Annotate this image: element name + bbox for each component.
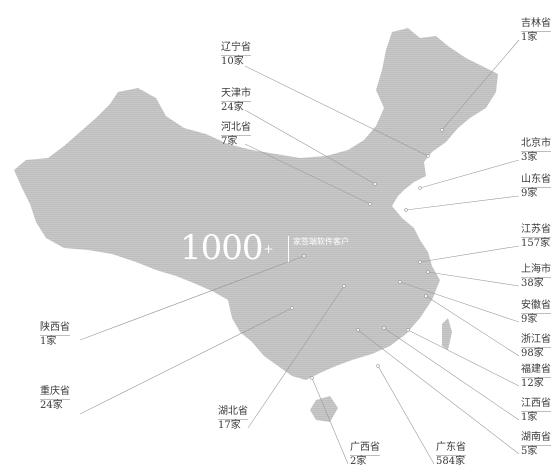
- province-marker-dot: [424, 294, 428, 298]
- province-name: 吉林省: [521, 18, 551, 29]
- province-count: 1家: [40, 335, 70, 348]
- province-count: 9家: [521, 187, 551, 200]
- label-hebei: 河北省 7家: [221, 122, 251, 148]
- province-name: 湖北省: [218, 406, 248, 417]
- province-count: 24家: [40, 399, 70, 412]
- province-name: 天津市: [221, 88, 251, 99]
- leader-line: [425, 295, 520, 357]
- headline-caption: 家签端软件客户: [288, 236, 349, 262]
- taiwan-island-shape: [442, 318, 452, 350]
- province-name: 广东省: [436, 442, 466, 453]
- province-count: 584家: [436, 455, 466, 467]
- label-liaoning: 辽宁省 10家: [221, 42, 251, 68]
- province-marker-dot: [376, 364, 380, 368]
- province-marker-dot: [398, 280, 402, 284]
- label-hunan: 湖南省 5家: [521, 432, 551, 458]
- headline-number-value: 1000: [180, 228, 264, 268]
- province-name: 浙江省: [521, 334, 551, 345]
- province-count: 5家: [521, 445, 551, 458]
- leader-line: [419, 159, 520, 189]
- province-count: 24家: [221, 101, 251, 114]
- label-chongqing: 重庆省 24家: [40, 386, 70, 412]
- province-count: 38家: [521, 277, 551, 290]
- leader-line: [79, 307, 293, 415]
- province-count: 3家: [521, 151, 551, 164]
- province-name: 山东省: [521, 174, 551, 185]
- province-name: 广西省: [350, 442, 380, 453]
- leader-line: [419, 245, 520, 263]
- province-name: 重庆省: [40, 386, 70, 397]
- label-jilin: 吉林省 1家: [521, 18, 551, 44]
- leader-line: [405, 195, 520, 211]
- leader-line: [244, 109, 376, 185]
- label-beijing: 北京市 3家: [521, 138, 551, 164]
- province-marker-dot: [404, 208, 408, 212]
- province-name: 江西省: [521, 398, 551, 409]
- province-marker-dot: [368, 202, 372, 206]
- headline-number: 1000+: [180, 228, 274, 268]
- province-marker-dot: [426, 270, 430, 274]
- province-marker-dot: [310, 376, 314, 380]
- province-count: 157家: [521, 237, 551, 249]
- province-count: 2家: [350, 455, 380, 468]
- label-jiangxi: 江西省 1家: [521, 398, 551, 424]
- leader-lines: [79, 39, 520, 465]
- leader-line: [441, 39, 520, 131]
- province-name: 江苏省: [521, 224, 551, 235]
- label-shandong: 山东省 9家: [521, 174, 551, 200]
- province-count: 1家: [521, 31, 551, 44]
- province-name: 辽宁省: [221, 42, 251, 53]
- leader-line: [79, 255, 305, 341]
- province-count: 12家: [521, 377, 551, 390]
- leader-line: [427, 271, 520, 287]
- province-name: 陕西省: [40, 322, 70, 333]
- label-zhejiang: 浙江省 98家: [521, 334, 551, 360]
- province-marker-dot: [418, 260, 422, 264]
- leader-line: [244, 143, 371, 205]
- headline-number-suffix: +: [263, 242, 274, 256]
- province-marker-dot: [302, 254, 306, 258]
- province-marker-dot: [426, 154, 430, 158]
- province-marker-dot: [356, 328, 360, 332]
- leader-line: [383, 327, 520, 421]
- province-name: 上海市: [521, 264, 551, 275]
- label-anhui: 安徽省 9家: [521, 300, 551, 326]
- province-count: 1家: [521, 411, 551, 424]
- province-name: 安徽省: [521, 300, 551, 311]
- province-marker-dot: [373, 182, 377, 186]
- province-marker-dot: [440, 128, 444, 132]
- leader-line: [377, 365, 435, 465]
- label-fujian: 福建省 12家: [521, 364, 551, 390]
- label-guangxi: 广西省 2家: [350, 442, 380, 468]
- leader-line: [357, 329, 520, 455]
- hainan-island-shape: [310, 396, 338, 422]
- province-name: 北京市: [521, 138, 551, 149]
- label-tianjin: 天津市 24家: [221, 88, 251, 114]
- label-hubei: 湖北省 17家: [218, 406, 248, 432]
- province-name: 福建省: [521, 364, 551, 375]
- label-jiangsu: 江苏省 157家: [521, 224, 551, 250]
- province-name: 河北省: [221, 122, 251, 133]
- leader-line: [247, 285, 345, 429]
- province-count: 9家: [521, 313, 551, 326]
- province-marker-dot: [418, 186, 422, 190]
- province-name: 湖南省: [521, 432, 551, 443]
- leader-line: [399, 281, 520, 323]
- province-marker-dot: [382, 326, 386, 330]
- province-count: 98家: [521, 347, 551, 360]
- province-count: 10家: [221, 55, 251, 68]
- label-guangdong: 广东省 584家: [436, 442, 466, 468]
- leader-line: [407, 329, 520, 387]
- province-count: 17家: [218, 419, 248, 432]
- leader-line: [244, 65, 429, 157]
- province-marker-dot: [290, 306, 294, 310]
- leader-line: [311, 377, 349, 465]
- province-marker-dot: [342, 284, 346, 288]
- label-shaanxi: 陕西省 1家: [40, 322, 70, 348]
- province-marker-dot: [406, 328, 410, 332]
- province-count: 7家: [221, 135, 251, 148]
- china-mainland-shape: [14, 28, 498, 380]
- label-shanghai: 上海市 38家: [521, 264, 551, 290]
